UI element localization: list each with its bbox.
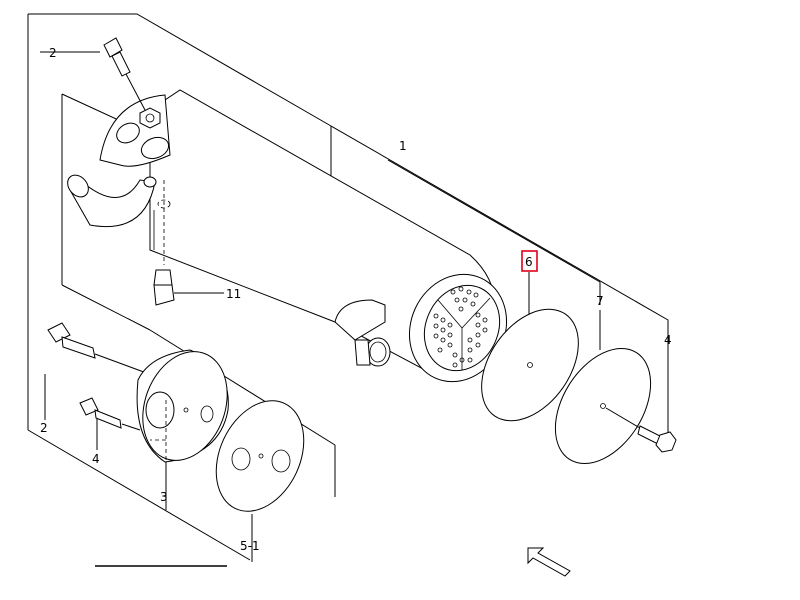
bolt-part-4-right [605, 407, 677, 453]
bolt-part-2-left [44, 322, 161, 420]
housing-body-part-1 [67, 89, 508, 383]
callout-4-right: 4 [664, 333, 672, 347]
end-cover-part-3 [136, 349, 229, 510]
callout-5-1: 5-1 [240, 539, 260, 553]
elbow-fitting-upper [99, 94, 171, 167]
highlight-box-6 [521, 250, 538, 272]
gasket-disc-part-6 [481, 308, 579, 422]
gasket-part-5-1 [215, 400, 305, 562]
end-plate-part-7 [554, 348, 652, 464]
callout-11: 11 [226, 287, 241, 301]
direction-arrow-icon [527, 547, 571, 577]
callout-2-left: 2 [40, 421, 48, 435]
callout-6: 6 [525, 255, 533, 269]
callout-7: 7 [596, 294, 604, 308]
bolt-part-4-left [79, 397, 141, 450]
bolt-part-2-top [40, 37, 161, 129]
assembly-frame-lines [27, 13, 669, 561]
side-outlet-pipe [334, 299, 391, 367]
perforated-tube-sheet [433, 286, 491, 370]
drain-valve-part-11 [153, 180, 224, 306]
callout-4-left: 4 [92, 452, 100, 466]
callout-3: 3 [160, 490, 168, 504]
callout-2-top: 2 [49, 46, 57, 60]
elbow-fitting-lower [67, 174, 157, 227]
callout-1: 1 [399, 139, 407, 153]
